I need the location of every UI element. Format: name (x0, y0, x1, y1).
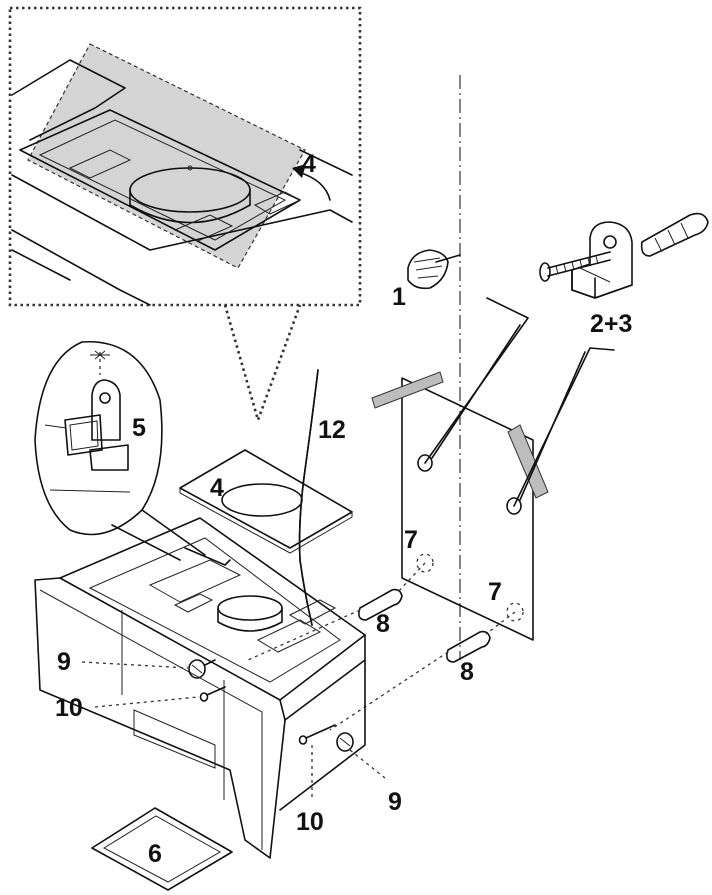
wall-plug-icon (640, 212, 709, 257)
screw-9-left (188, 659, 216, 679)
callout-6: 6 (148, 840, 162, 868)
callout-2-3: 2+3 (590, 310, 632, 338)
wall-template (371, 297, 615, 641)
wall-plug-upper (358, 588, 403, 621)
filter-panel (91, 807, 233, 891)
screw-10-right (298, 724, 336, 745)
callout-7-left: 7 (404, 526, 418, 554)
callout-1: 1 (392, 283, 406, 311)
callout-10-left: 10 (55, 694, 83, 722)
callout-5: 5 (132, 414, 146, 442)
callout-9-left: 9 (57, 648, 71, 676)
wall-plug-lower (446, 630, 491, 663)
screw-10-left (199, 686, 226, 702)
callout-8-lower: 8 (460, 658, 474, 686)
callout-8-upper: 8 (376, 610, 390, 638)
inset-shaded-panel (27, 43, 306, 269)
callout-4-panel: 4 (210, 474, 224, 502)
callout-12: 12 (318, 416, 346, 444)
callout-4-detail: 4 (302, 150, 316, 178)
screw-9-right (336, 732, 354, 752)
callout-9-right: 9 (388, 788, 402, 816)
hand-pencil-icon (407, 249, 461, 290)
cabinet-body (34, 517, 366, 859)
callout-7-right: 7 (488, 578, 502, 606)
callout-10-right: 10 (296, 808, 324, 836)
cover-panel (179, 449, 353, 554)
bracket-icon (571, 221, 633, 299)
detail-inset (8, 6, 362, 425)
